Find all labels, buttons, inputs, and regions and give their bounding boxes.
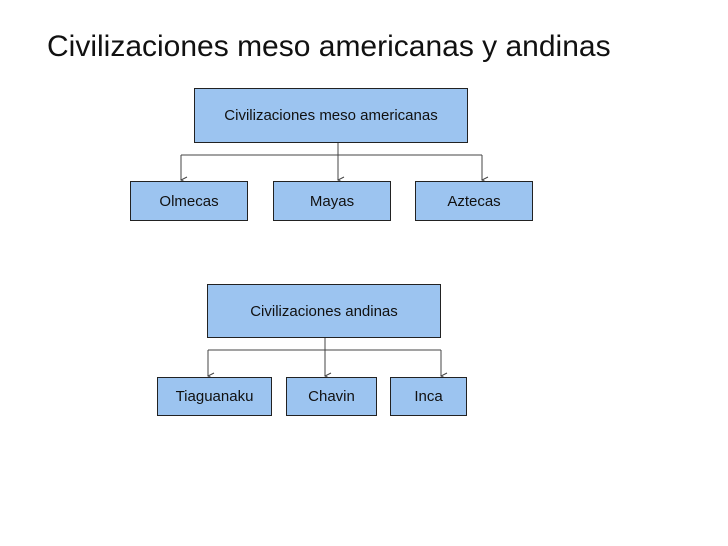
node-olmecas: Olmecas <box>130 181 248 221</box>
node-mayas: Mayas <box>273 181 391 221</box>
node-chavin: Chavin <box>286 377 377 416</box>
diagram2-connectors <box>208 338 441 376</box>
node-tiaguanaku: Tiaguanaku <box>157 377 272 416</box>
node-inca: Inca <box>390 377 467 416</box>
node-aztecas: Aztecas <box>415 181 533 221</box>
node-civilizaciones-andinas: Civilizaciones andinas <box>207 284 441 338</box>
slide-title: Civilizaciones meso americanas y andinas <box>47 30 611 63</box>
node-civilizaciones-meso-americanas: Civilizaciones meso americanas <box>194 88 468 143</box>
diagram1-connectors <box>181 143 482 180</box>
